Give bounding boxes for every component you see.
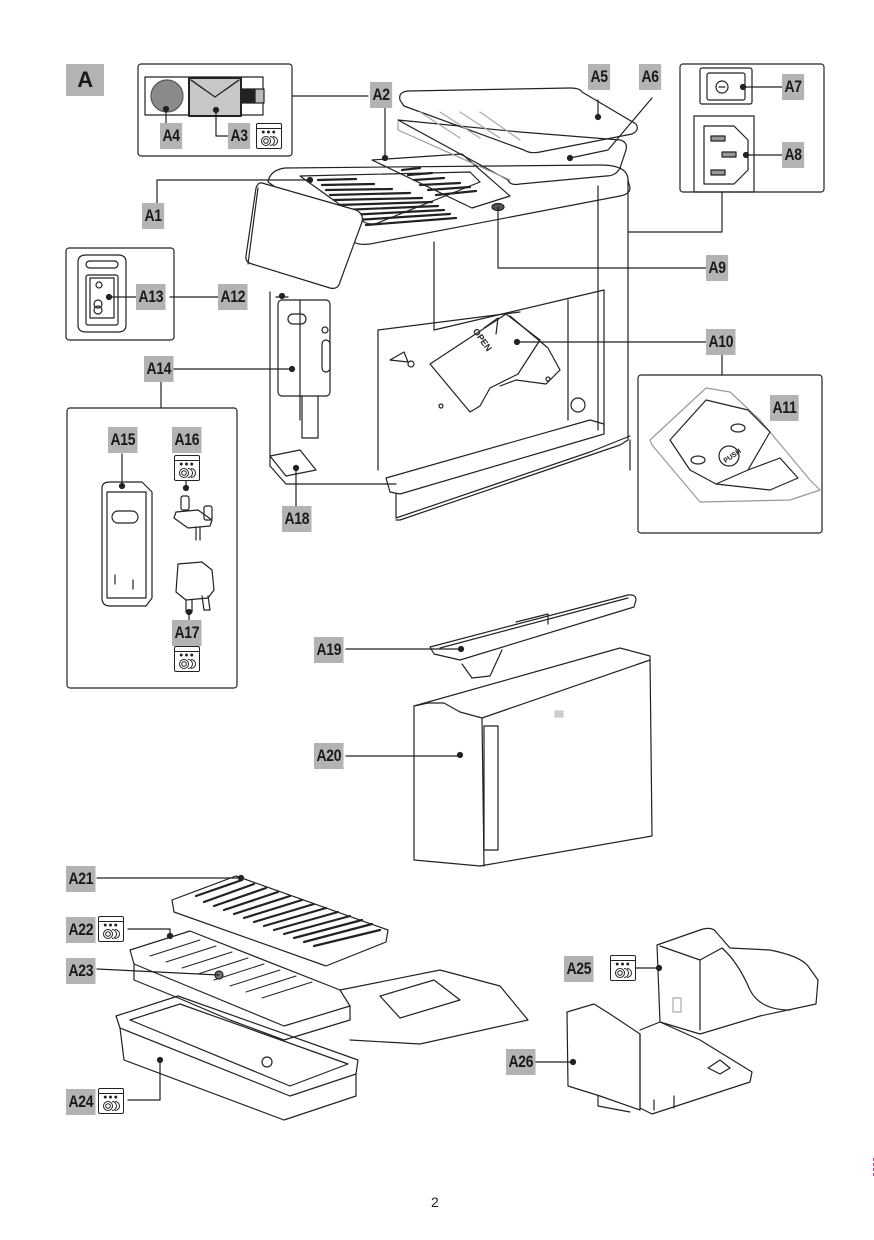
callout-a23: A23	[66, 958, 96, 984]
inset-a14	[66, 385, 238, 689]
callout-a4: A4	[160, 123, 183, 149]
callout-a10: A10	[706, 329, 736, 355]
dishwasher-safe-icon: ●●●	[174, 646, 200, 672]
callout-a25: A25	[564, 956, 594, 982]
callout-a21: A21	[66, 866, 96, 892]
drip-tray-group	[96, 874, 529, 1121]
callout-a12: A12	[218, 284, 248, 310]
callout-a13: A13	[136, 284, 166, 310]
callout-a11: A11	[770, 395, 799, 421]
page-number: 2	[431, 1194, 439, 1210]
dishwasher-safe-icon: ●●●	[98, 916, 124, 942]
callout-a5: A5	[588, 64, 611, 90]
push-text: PUSH	[723, 448, 743, 465]
grounds-container-group	[533, 927, 819, 1115]
inset-a7-a8	[627, 63, 825, 233]
section-label: A	[66, 64, 104, 96]
callout-a20: A20	[314, 743, 344, 769]
callout-a17: A17	[172, 620, 202, 646]
callout-a26: A26	[506, 1049, 536, 1075]
inset-a13	[65, 247, 289, 341]
callout-a7: A7	[782, 74, 805, 100]
callout-a18: A18	[282, 506, 312, 532]
open-text: OPEN	[471, 326, 494, 353]
dishwasher-safe-icon: ●●●	[256, 123, 282, 149]
inset-a10-a11: PUSH	[637, 354, 823, 534]
dishwasher-safe-icon: ●●●	[98, 1088, 124, 1114]
callout-a8: A8	[782, 142, 805, 168]
callout-a3: A3	[228, 123, 251, 149]
dishwasher-safe-icon: ●●●	[610, 955, 636, 981]
callout-a22: A22	[66, 917, 96, 943]
callout-a14: A14	[144, 356, 174, 382]
callout-a16: A16	[172, 427, 202, 453]
callout-a6: A6	[639, 64, 662, 90]
inset-a3-a4	[137, 63, 369, 157]
callout-a9: A9	[706, 255, 729, 281]
callout-a19: A19	[314, 637, 344, 663]
callout-a2: A2	[370, 82, 393, 108]
dishwasher-safe-icon: ●●●	[174, 455, 200, 481]
callout-a24: A24	[66, 1089, 96, 1115]
callout-a1: A1	[142, 203, 165, 229]
callout-a15: A15	[108, 427, 138, 453]
water-tank	[345, 594, 653, 867]
